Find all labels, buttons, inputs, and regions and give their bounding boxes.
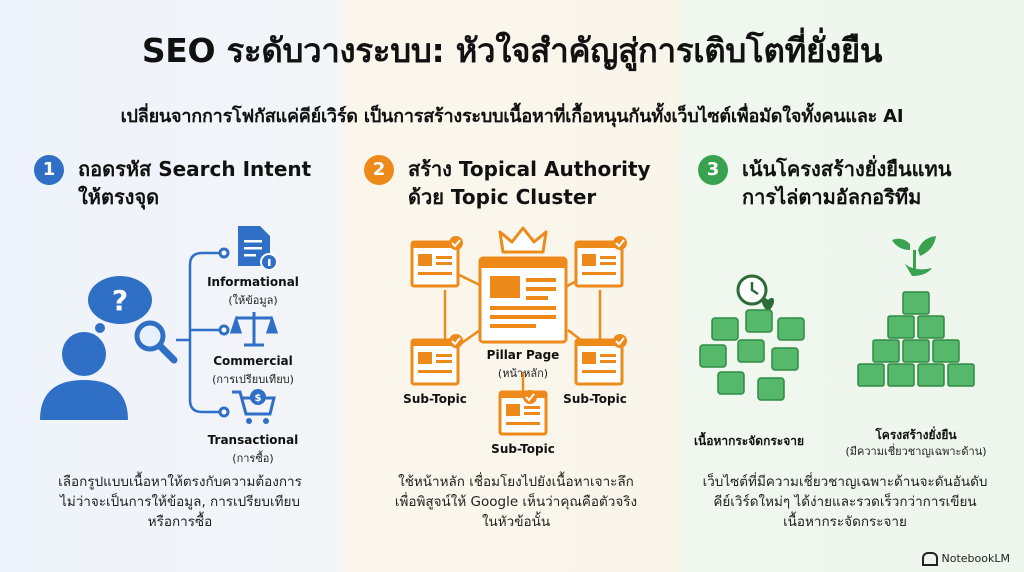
footer-text: NotebookLM bbox=[941, 552, 1010, 565]
step-number-3: 3 bbox=[698, 155, 728, 185]
section-3-heading-line1: เน้นโครงสร้างยั่งยืนแทน bbox=[742, 157, 952, 181]
block-pyramid-icon bbox=[857, 291, 975, 387]
subtopic-label-bottom: Sub-Topic bbox=[491, 442, 555, 456]
document-info-icon bbox=[238, 226, 278, 271]
sustainable-structure-label: โครงสร้างยั่งยืน bbox=[875, 428, 957, 442]
shopping-cart-icon: $ bbox=[232, 389, 276, 424]
section-2-heading-line2: ด้วย Topic Cluster bbox=[408, 185, 597, 209]
step-number-2: 2 bbox=[364, 155, 394, 185]
section-3-heading-line2: การไล่ตามอัลกอริทึม bbox=[742, 185, 922, 209]
pillar-page-sublabel: (หน้าหลัก) bbox=[497, 367, 549, 380]
branch-dot-informational bbox=[218, 247, 230, 259]
section-2-heading-line1: สร้าง Topical Authority bbox=[408, 157, 651, 181]
clock-broken-heart-icon bbox=[736, 274, 775, 312]
sustainable-structure-sublabel: (มีความเชี่ยวชาญเฉพาะด้าน) bbox=[845, 445, 987, 458]
crown-icon bbox=[498, 226, 548, 254]
subtopic-page-right bbox=[574, 334, 627, 386]
user-thinking-icon bbox=[40, 276, 152, 420]
notebooklm-watermark: NotebookLM bbox=[921, 552, 1010, 566]
subtopic-page-left bbox=[410, 334, 463, 386]
branch-connector bbox=[176, 251, 220, 414]
subtopic-label-left: Sub-Topic bbox=[403, 392, 467, 406]
section-2-desc-line2: เพื่อพิสูจน์ให้ Google เห็นว่าคุณคือตัวจ… bbox=[394, 494, 638, 510]
section-2-description: ใช้หน้าหลัก เชื่อมโยงไปยังเนื้อหาเจาะลึก… bbox=[356, 472, 676, 532]
section-3-desc-line2: คีย์เวิร์ดใหม่ๆ ได้ง่ายและรวดเร็วกว่าการ… bbox=[713, 494, 977, 510]
section-1-heading-line2: ให้ตรงจุด bbox=[78, 185, 160, 209]
section-1-description: เลือกรูปแบบเนื้อหาให้ตรงกับความต้องการ ไ… bbox=[20, 472, 340, 532]
subtopic-page-top-right bbox=[574, 236, 627, 288]
scale-icon bbox=[229, 312, 279, 347]
plant-in-hand-icon bbox=[892, 236, 936, 276]
branch-label-informational: Informational bbox=[207, 275, 299, 289]
scattered-blocks-icon bbox=[699, 309, 805, 401]
subtopic-label-right: Sub-Topic bbox=[563, 392, 627, 406]
section-3-description: เว็บไซต์ที่มีความเชี่ยวชาญเฉพาะด้านจะดัน… bbox=[680, 472, 1010, 532]
question-mark-icon: ? bbox=[112, 284, 128, 317]
section-3-desc-line3: เนื้อหากระจัดกระจาย bbox=[783, 514, 907, 530]
branch-sublabel-transactional: (การซื้อ) bbox=[232, 452, 274, 465]
branch-label-transactional: Transactional bbox=[207, 433, 299, 447]
branch-dot-commercial bbox=[218, 324, 230, 336]
svg-text:$: $ bbox=[255, 393, 262, 404]
scattered-content-label: เนื้อหากระจัดกระจาย bbox=[693, 434, 805, 448]
subtopic-page-bottom bbox=[498, 390, 548, 436]
branch-sublabel-commercial: (การเปรียบเทียบ) bbox=[212, 373, 294, 386]
subtopic-page-top-left bbox=[410, 236, 463, 288]
page-subtitle: เปลี่ยนจากการโฟกัสแค่คีย์เวิร์ด เป็นการส… bbox=[120, 106, 904, 127]
section-1-desc-line3: หรือการซื้อ bbox=[147, 514, 213, 530]
pillar-page-label: Pillar Page bbox=[486, 348, 560, 362]
branch-dot-transactional bbox=[218, 406, 230, 418]
section-3-desc-line1: เว็บไซต์ที่มีความเชี่ยวชาญเฉพาะด้านจะดัน… bbox=[702, 474, 988, 490]
branch-label-commercial: Commercial bbox=[213, 354, 293, 368]
section-2-desc-line1: ใช้หน้าหลัก เชื่อมโยงไปยังเนื้อหาเจาะลึก bbox=[398, 474, 634, 490]
pillar-page-icon bbox=[478, 256, 568, 344]
section-1-desc-line2: ไม่ว่าจะเป็นการให้ข้อมูล, การเปรียบเทียบ bbox=[60, 494, 300, 510]
notebooklm-logo-icon bbox=[921, 552, 938, 566]
section-1-heading-line1: ถอดรหัส Search Intent bbox=[78, 157, 312, 181]
step-number-1: 1 bbox=[34, 155, 64, 185]
section-1-desc-line1: เลือกรูปแบบเนื้อหาให้ตรงกับความต้องการ bbox=[58, 474, 302, 490]
page-title: SEO ระดับวางระบบ: หัวใจสำคัญสู่การเติบโต… bbox=[141, 31, 883, 70]
section-2-desc-line3: ในหัวข้อนั้น bbox=[481, 514, 551, 530]
branch-sublabel-informational: (ให้ข้อมูล) bbox=[228, 294, 278, 307]
magnifier-icon bbox=[134, 320, 178, 364]
